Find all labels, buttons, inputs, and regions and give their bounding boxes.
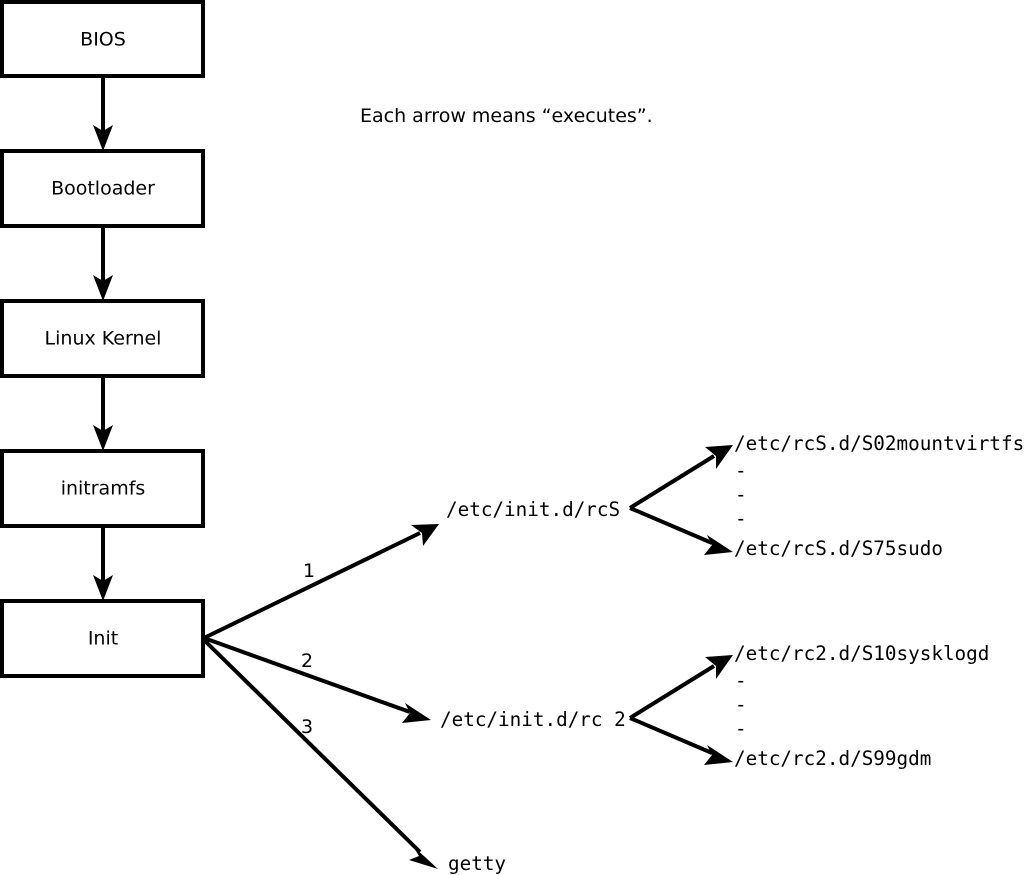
init-fanout-edges: 1 2 3 [202, 524, 439, 869]
edge-number-three: 3 [301, 716, 313, 738]
arrow-head-initramfs-to-init [93, 575, 113, 601]
rc2-fanout-edges [628, 655, 733, 765]
edge-init-to-getty [202, 638, 422, 854]
edge-rc2-to-first-child [628, 664, 716, 720]
box-outline-init [0, 599, 205, 678]
edge-rc2-to-last-child [629, 716, 713, 755]
rc2-ellipsis-dash-2: - [735, 693, 747, 716]
arrow-head-init-to-rc2 [402, 703, 431, 723]
edge-init-to-rcs [203, 531, 421, 640]
vertical-connectors [93, 76, 113, 601]
rc2-child-last: /etc/rc2.d/S99gdm [734, 747, 931, 770]
box-label-bootloader: Bootloader [51, 178, 155, 200]
arrow-head-kernel-to-initramfs [93, 425, 113, 451]
rcs-ellipsis-dash-1: - [735, 459, 747, 482]
rcs-ellipsis-dash-2: - [735, 483, 747, 506]
edge-rcs-to-first-child [628, 454, 716, 510]
process-box-bootloader[interactable]: Bootloader [0, 149, 205, 228]
arrow-head-rcs-to-last-child [704, 535, 733, 555]
box-label-bios: BIOS [80, 29, 126, 51]
arrow-head-rc2-to-last-child [704, 745, 733, 765]
arrow-head-rc2-to-first-child [705, 655, 733, 679]
rcs-child-first: /etc/rcS.d/S02mountvirtfs [734, 432, 1024, 455]
rcs-ellipsis-dash-3: - [735, 507, 747, 530]
script-label-getty: getty [448, 852, 506, 875]
edge-number-one: 1 [303, 560, 315, 582]
script-label-rcs: /etc/init.d/rcS [446, 498, 620, 521]
box-outline-kernel [0, 299, 205, 378]
box-outline-bootloader [0, 149, 205, 228]
rc2-child-first: /etc/rc2.d/S10sysklogd [734, 642, 989, 665]
arrow-head-init-to-getty [409, 846, 438, 869]
process-box-bios[interactable]: BIOS [0, 0, 205, 78]
edge-number-two: 2 [301, 650, 313, 672]
box-outline-bios [0, 0, 205, 78]
rcs-fanout-edges [628, 445, 733, 555]
process-box-initramfs[interactable]: initramfs [0, 449, 205, 528]
process-box-kernel[interactable]: Linux Kernel [0, 299, 205, 378]
box-label-initramfs: initramfs [61, 478, 146, 500]
arrow-head-rcs-to-first-child [705, 445, 733, 469]
arrow-head-bootloader-to-kernel [93, 275, 113, 301]
rc2-ellipsis-dash-3: - [735, 717, 747, 740]
edge-init-to-rc2 [203, 636, 411, 714]
script-label-rc2: /etc/init.d/rc 2 [440, 708, 626, 731]
box-label-init: Init [88, 628, 118, 650]
legend-note: Each arrow means “executes”. [360, 105, 653, 127]
rcs-child-last: /etc/rcS.d/S75sudo [734, 537, 943, 560]
box-outline-initramfs [0, 449, 205, 528]
process-box-init[interactable]: Init [0, 599, 205, 678]
edge-rcs-to-last-child [629, 506, 713, 545]
rc2-ellipsis-dash-1: - [735, 669, 747, 692]
arrow-head-init-to-rcs [411, 524, 439, 546]
arrow-head-bios-to-bootloader [93, 125, 113, 151]
box-label-kernel: Linux Kernel [45, 328, 162, 350]
